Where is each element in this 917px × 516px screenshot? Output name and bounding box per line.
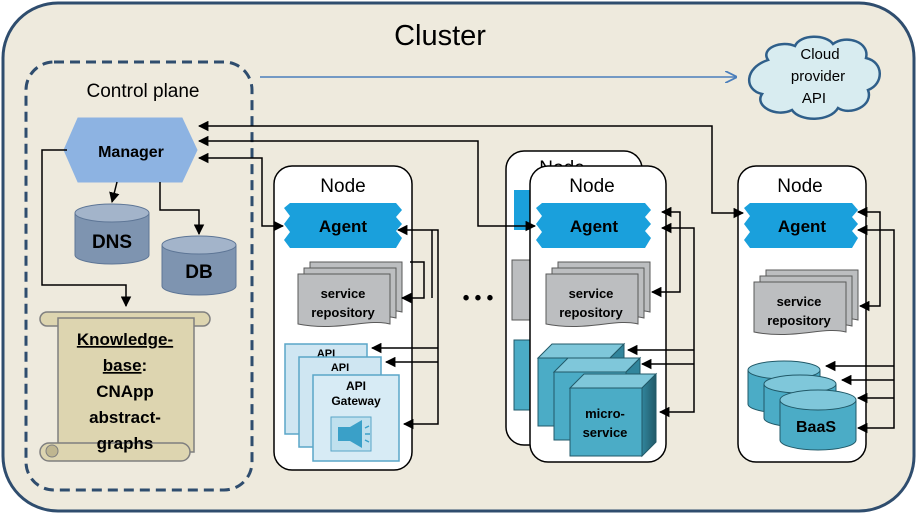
svg-text:provider: provider [791,68,845,85]
svg-text:DNS: DNS [92,232,132,253]
node-1-title: Node [320,176,365,197]
control-plane-title: Control plane [86,81,199,102]
node-1-service-repository: service repository [297,261,403,327]
svg-text:Cloud: Cloud [800,46,839,63]
svg-text:service: service [321,286,366,301]
node-2-microservices: micro- service [536,342,658,458]
svg-text:DB: DB [185,262,212,283]
svg-text:API: API [802,90,826,107]
svg-text:Agent: Agent [570,217,619,236]
dns-database-icon: DNS [74,203,150,265]
node-1-internal-arrows [370,224,439,430]
svg-text:Manager: Manager [98,144,164,161]
node-3-baas-databases: BaaS [747,360,857,451]
node-2: Node Agent service repository micro- ser… [529,165,667,463]
node-1-agent: Agent [284,203,402,248]
node-2-internal-arrows [626,206,695,418]
svg-text:abstract-: abstract- [89,408,161,427]
svg-text:micro-: micro- [585,406,625,421]
node-3: Node Agent service repository BaaS [737,165,867,463]
svg-text:service: service [569,286,614,301]
node-3-service-repository: service repository [753,269,859,335]
svg-text:graphs: graphs [97,434,154,453]
svg-text:API: API [331,362,349,374]
node-2-title: Node [569,176,614,197]
svg-text:base:: base: [103,356,147,375]
svg-text:service: service [583,425,628,440]
db-database-icon: DB [161,235,237,296]
svg-text:Gateway: Gateway [331,394,381,408]
svg-text:Knowledge-: Knowledge- [77,330,173,349]
more-nodes-ellipsis: • • • [463,288,494,309]
node-1-api-gateways: API API API Gateway [284,343,400,462]
svg-text:repository: repository [559,305,623,320]
svg-text:Agent: Agent [319,217,368,236]
gateway-speaker-icon [330,416,372,452]
node-3-internal-arrows [824,206,895,434]
svg-text:repository: repository [767,313,831,328]
manager-to-kb-arrow [41,149,132,308]
cluster-title: Cluster [394,20,486,52]
cloud-provider-api: Cloud provider API [747,35,881,120]
node-2-service-repository: service repository [545,261,651,327]
node-2-agent: Agent [536,203,651,248]
svg-text:BaaS: BaaS [796,419,836,436]
svg-text:CNApp: CNApp [96,382,154,401]
manager-node: Manager [63,117,198,183]
svg-text:service: service [777,294,822,309]
svg-text:Agent: Agent [778,217,827,236]
node-3-agent: Agent [744,203,858,248]
svg-text:API: API [346,379,366,393]
svg-text:repository: repository [311,305,375,320]
node-1: Node Agent service repository API API AP… [273,165,413,471]
manager-to-dns-arrow [109,181,120,204]
manager-agent3-arrow [197,120,745,219]
control-plane-box [24,60,254,492]
node-3-title: Node [777,176,822,197]
knowledge-base-scroll: Knowledge- base: CNApp abstract- graphs [39,311,211,462]
